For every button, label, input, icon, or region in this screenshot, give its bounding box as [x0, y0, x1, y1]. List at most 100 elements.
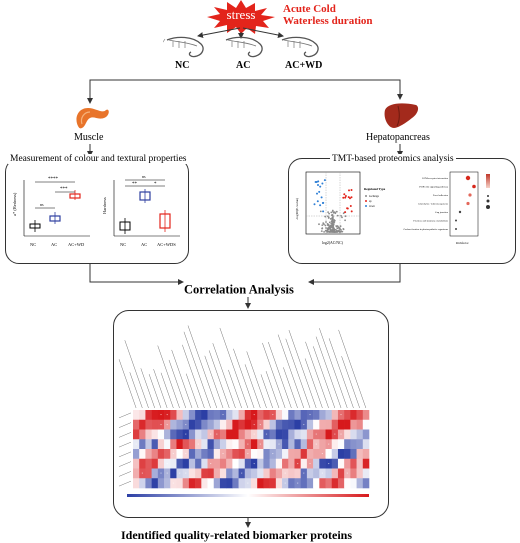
- heatmap-cell: [275, 478, 283, 489]
- heatmap-cell: [313, 458, 320, 469]
- volcano-point-nochange: [332, 227, 334, 230]
- heatmap-cell: [263, 429, 270, 440]
- heatmap-column-label: [212, 343, 236, 409]
- heatmap-cell: [170, 468, 177, 479]
- heatmap-cell: [133, 429, 140, 440]
- heatmap-cell: [139, 410, 146, 421]
- heatmap-cell: [325, 410, 333, 421]
- heatmap-cell: [176, 449, 183, 460]
- heatmap-cell: [275, 449, 283, 460]
- hardness-y-axis-label: Hardness: [102, 197, 107, 214]
- heatmap-cell: [251, 439, 258, 450]
- heatmap-cell: [269, 419, 277, 430]
- heatmap-cell: [213, 478, 221, 489]
- heatmap-column-label: [160, 372, 174, 409]
- heatmap-cell-star: *: [185, 472, 187, 476]
- heatmap-cell: [306, 410, 314, 421]
- heatmap-cell: [263, 468, 270, 479]
- heatmap-cell: [337, 468, 345, 479]
- volcano-point-down: [318, 190, 321, 193]
- heatmap-cell-star: *: [253, 423, 255, 427]
- heatmap-cell: [344, 429, 351, 440]
- heatmap-cell: [151, 419, 159, 430]
- volcano-point-nochange: [319, 210, 322, 213]
- heatmap-cell: [151, 439, 159, 450]
- volcano-point-nochange: [326, 228, 329, 231]
- heatmap-cell: [139, 478, 146, 489]
- correlation-analysis-title: Correlation Analysis: [184, 282, 294, 297]
- heatmap-cell: [244, 439, 252, 450]
- heatmap-cell: [139, 458, 146, 469]
- heatmap-column-label: [140, 368, 155, 409]
- volcano-point-nochange: [344, 215, 347, 218]
- heatmap-cell: [133, 419, 140, 430]
- heatmap-cell: [356, 429, 364, 440]
- heatmap-column-label: [228, 369, 242, 409]
- heatmap-cell: [170, 410, 177, 421]
- heatmap-cell: [201, 449, 208, 460]
- heatmap-cell: [139, 449, 146, 460]
- heatmap-cell: [319, 419, 326, 430]
- heatmap-cell: [313, 478, 320, 489]
- hardness-x-label-nc: NC: [120, 242, 126, 247]
- volcano-point-nochange: [341, 216, 343, 219]
- heatmap-cell: [133, 458, 140, 469]
- heatmap-cell: [306, 449, 314, 460]
- heatmap-cell-star: *: [303, 472, 305, 476]
- heatmap-cell: [170, 439, 177, 450]
- heatmap-cell: [300, 429, 308, 440]
- heatmap-cell: [294, 458, 301, 469]
- volcano-point-nochange: [328, 221, 331, 224]
- heatmap-cell: [325, 439, 333, 450]
- volcano-point-up: [350, 210, 353, 213]
- heatmap-cell-star: *: [142, 472, 144, 476]
- heatmap-cell: [362, 458, 370, 469]
- shrimp-icon: [281, 36, 319, 58]
- heatmap-cell: [232, 449, 239, 460]
- volcano-point-nochange: [331, 218, 333, 220]
- heatmap-cell: [170, 478, 177, 489]
- volcano-point-nochange: [323, 231, 325, 233]
- heatmap-column-label: [313, 346, 336, 409]
- pathway-label: Gap junction: [435, 211, 449, 214]
- heatmap-cell: [257, 419, 264, 430]
- heatmap-cell: [213, 458, 221, 469]
- heatmap-cell: [288, 439, 295, 450]
- heatmap-row-label: [118, 412, 132, 419]
- heatmap-cell: [133, 478, 140, 489]
- heatmap-cell-star: *: [222, 413, 224, 417]
- heatmap-cell: [356, 419, 364, 430]
- volcano-point-nochange: [324, 224, 327, 227]
- heatmap-cell: [344, 449, 351, 460]
- heatmap-cell: [170, 419, 177, 430]
- pathway-label: PI3K-Akt signaling pathway: [419, 186, 448, 189]
- heatmap-cell: [275, 410, 283, 421]
- heatmap-cell: [350, 449, 357, 460]
- heatmap-cell: [331, 458, 339, 469]
- heatmap-cell: [325, 468, 333, 479]
- heatmap-cell: [145, 410, 152, 421]
- branch-label-hepatopancreas: Hepatopancreas: [366, 132, 430, 143]
- volcano-x-axis-label: log2(AC/NC): [322, 241, 344, 245]
- heatmap-column-label: [315, 336, 342, 409]
- heatmap-cell: [201, 429, 208, 440]
- volcano-point-down: [322, 201, 325, 204]
- redness-x-label-acwd: AC+WD: [68, 242, 85, 247]
- heatmap-cell-star: *: [247, 442, 249, 446]
- pathway-label: Focal adhesion: [433, 194, 449, 197]
- heatmap-cell: [232, 410, 239, 421]
- heatmap-column-label: [233, 348, 255, 409]
- pathway-dot: [455, 219, 457, 222]
- heatmap-cell: [350, 419, 357, 430]
- heatmap-cell: [337, 419, 345, 430]
- volcano-legend-up: up: [369, 200, 372, 203]
- volcano-point-down: [317, 184, 319, 186]
- heatmap-cell: [337, 429, 345, 440]
- volcano-plot: -log10(P-value) log2(AC/NC) Regulated Ty…: [295, 171, 386, 245]
- heatmap-cell: [319, 468, 326, 479]
- heatmap-cell: [269, 429, 277, 440]
- heatmap-cell: [282, 458, 289, 469]
- heatmap-column-label: [187, 325, 218, 409]
- heatmap-cell: [288, 410, 295, 421]
- heatmap-cell: [188, 410, 196, 421]
